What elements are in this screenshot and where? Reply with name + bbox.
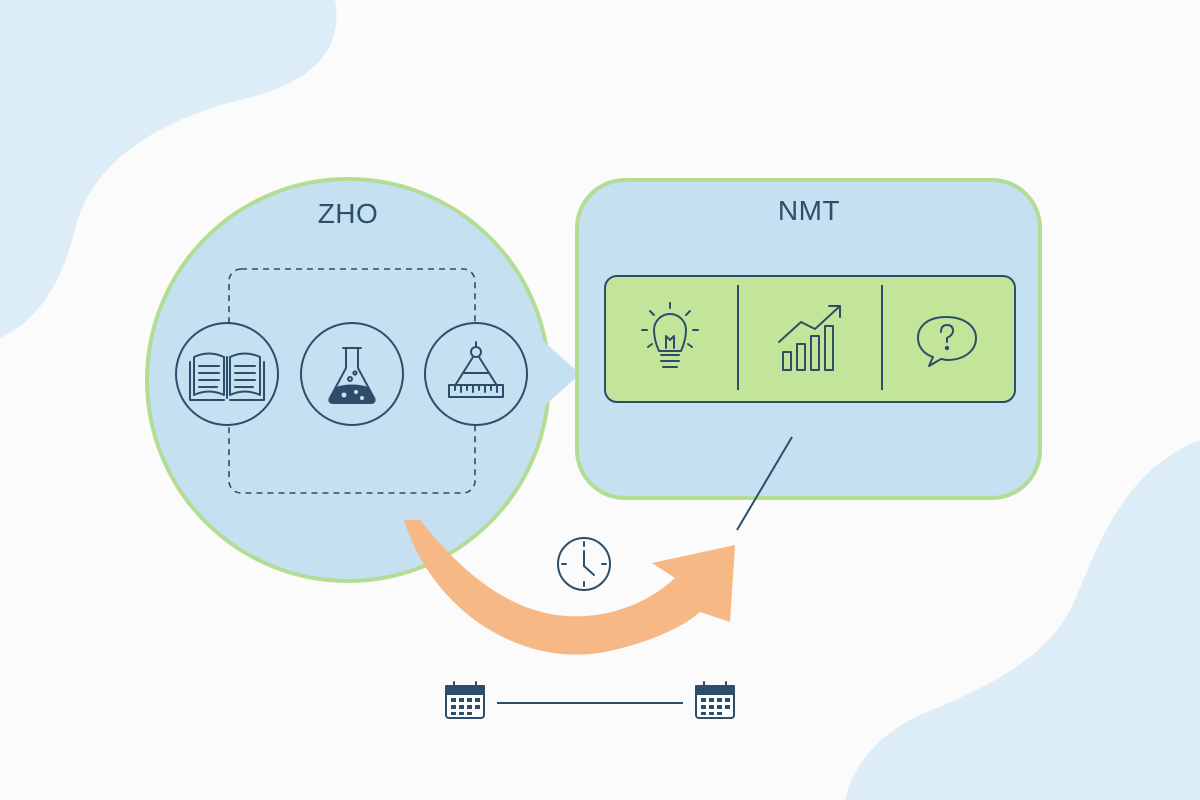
transition-arrow	[404, 520, 735, 655]
calendar-icon-end	[695, 681, 735, 719]
calendar-icon-start	[445, 681, 485, 719]
background-blob-bottom-right	[845, 440, 1200, 800]
flask-icon	[300, 322, 404, 426]
nmt-title: NMT	[777, 195, 841, 226]
open-book-icon	[175, 322, 279, 426]
background-blob-top-left	[0, 0, 337, 338]
connector-pointer	[540, 338, 580, 410]
connector-line	[736, 436, 793, 531]
zho-title: ZHO	[317, 198, 379, 229]
clock-icon	[557, 537, 611, 591]
compass-ruler-icon	[424, 322, 528, 426]
lightbulb-icon	[641, 302, 699, 368]
dashed-group-frame	[228, 268, 476, 494]
question-bubble-icon	[917, 316, 977, 367]
growth-chart-icon	[778, 305, 841, 371]
